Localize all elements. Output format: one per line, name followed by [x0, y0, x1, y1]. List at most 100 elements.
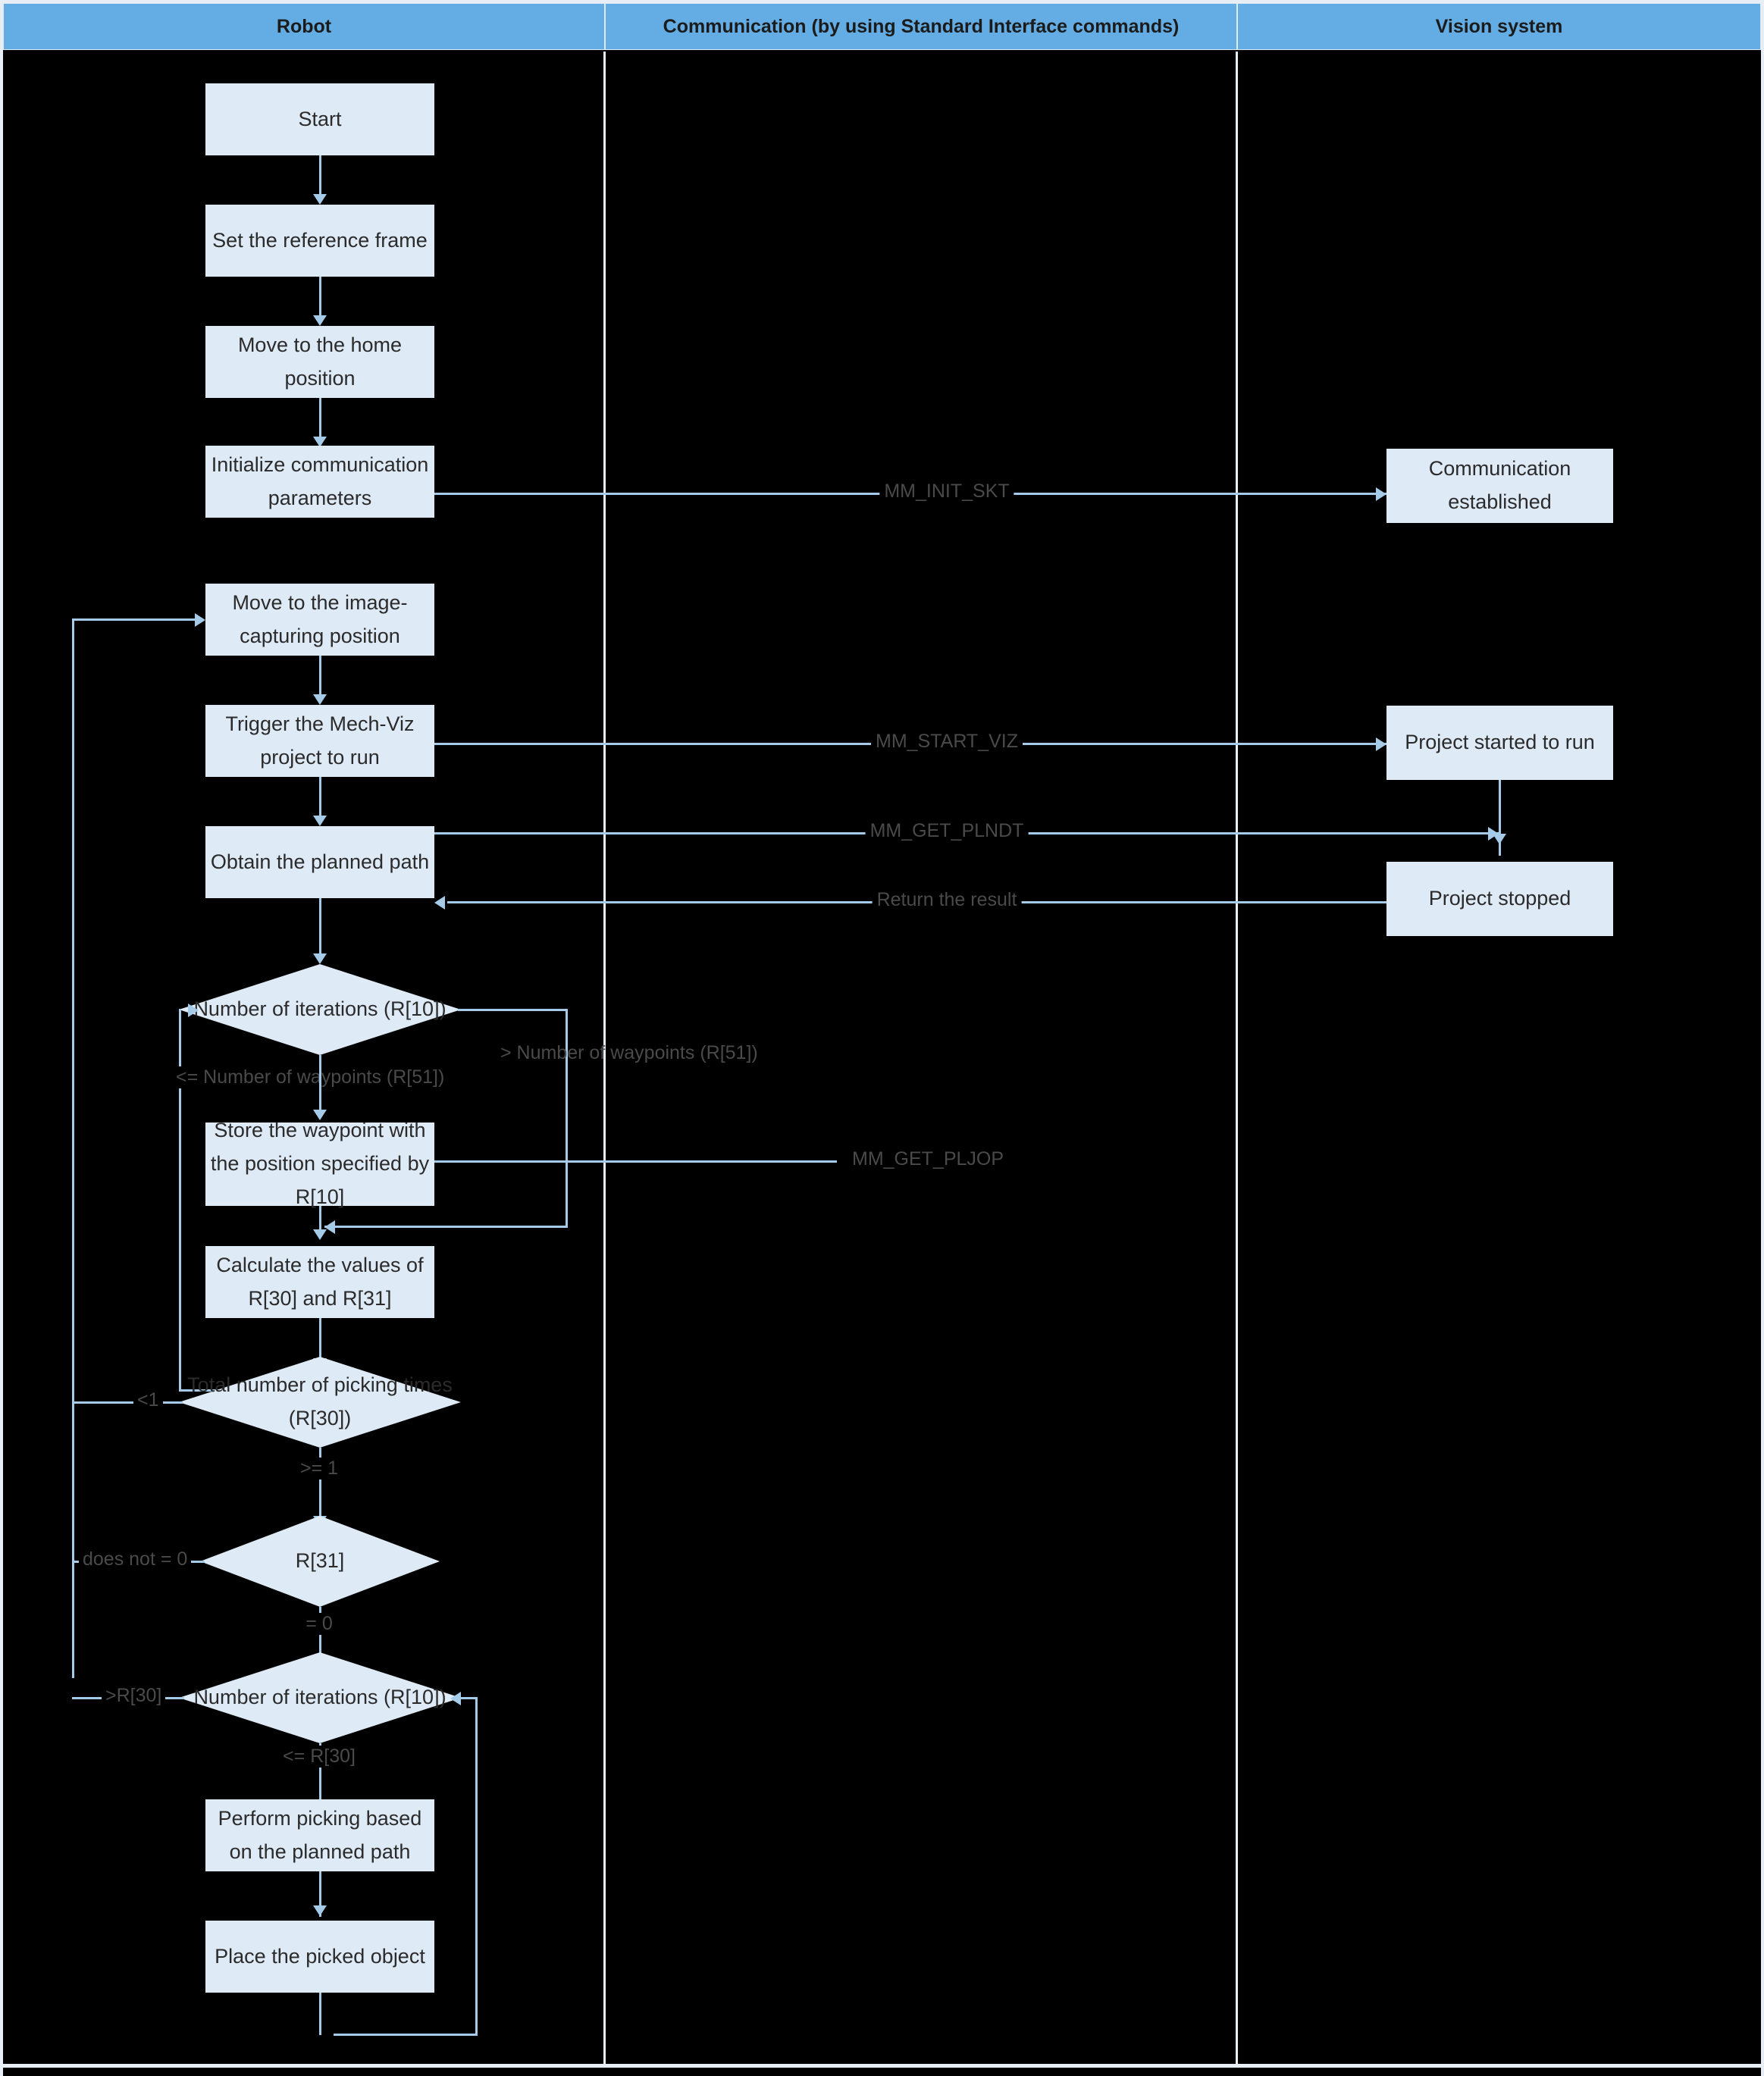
edge-decision4-down — [319, 1743, 321, 1819]
edge-decision1-right — [458, 1009, 568, 1011]
node-trigger-mechviz-project[interactable]: Trigger the Mech-Viz project to run — [205, 705, 434, 777]
node-initialize-communication-label: Initialize communication parameters — [211, 452, 429, 509]
edge-label-eq-zero: = 0 — [301, 1613, 337, 1635]
node-place-picked-object-label: Place the picked object — [215, 1944, 425, 1968]
arrowhead-place-object — [313, 1905, 327, 1916]
node-trigger-mechviz-project-label: Trigger the Mech-Viz project to run — [225, 712, 415, 769]
lane-header-robot-label: Robot — [276, 15, 332, 37]
node-store-waypoint[interactable]: Store the waypoint with the position spe… — [205, 1119, 434, 1208]
arrowhead-decision1-right-join — [324, 1220, 335, 1234]
edge-decision2-left — [72, 1401, 183, 1404]
arrowhead-setref — [313, 194, 327, 205]
arrowhead-decision1-loopback — [188, 1004, 199, 1017]
edge-calc-to-decision2 — [319, 1318, 321, 1364]
message-label-return-result: Return the result — [872, 889, 1022, 911]
edge-decision1-right-down — [566, 1009, 568, 1228]
lane-header-communication-label: Communication (by using Standard Interfa… — [663, 15, 1180, 37]
edge-label-gt-r30: >R[30] — [102, 1685, 166, 1707]
edge-picking-to-place — [319, 1871, 321, 1917]
edge-capture-to-trigger — [319, 656, 321, 696]
node-communication-established-label: Communication established — [1428, 457, 1571, 513]
edge-label-le-waypoints: <= Number of waypoints (R[51]) — [173, 1066, 448, 1088]
node-start[interactable]: Start — [205, 83, 434, 155]
edge-label-ge-one: >= 1 — [295, 1458, 343, 1480]
edge-store-to-calc — [319, 1206, 321, 1236]
node-move-image-capturing-position-label: Move to the image-capturing position — [232, 590, 408, 647]
edge-label-does-not-zero: does not = 0 — [79, 1548, 192, 1570]
node-obtain-planned-path-label: Obtain the planned path — [210, 850, 430, 873]
lane-header-vision-label: Vision system — [1435, 15, 1563, 37]
node-calculate-r30-r31[interactable]: Calculate the values of R[30] and R[31] — [205, 1246, 434, 1318]
message-label-get-pljop: MM_GET_PLJOP — [852, 1148, 1004, 1170]
node-place-picked-object[interactable]: Place the picked object — [205, 1921, 434, 1993]
arrowhead-msg-get-plndt — [1488, 827, 1499, 841]
edge-movehome-to-init — [319, 398, 321, 438]
lane-divider-2 — [1236, 52, 1238, 2064]
right-border — [1761, 0, 1764, 2076]
top-border — [0, 0, 1764, 3]
node-decision-iterations-waypoints[interactable] — [179, 964, 461, 1055]
node-set-reference-frame[interactable]: Set the reference frame — [205, 205, 434, 277]
lane-header-communication: Communication (by using Standard Interfa… — [605, 3, 1237, 50]
node-decision-picking-times[interactable] — [179, 1357, 461, 1448]
edge-decision2-down — [319, 1448, 321, 1527]
node-initialize-communication[interactable]: Initialize communication parameters — [205, 446, 434, 518]
bottom-border — [0, 2064, 1764, 2068]
node-decision-iterations-r30[interactable] — [179, 1652, 461, 1743]
edge-start-to-setref — [319, 155, 321, 196]
edge-label-le-r30: <= R[30] — [278, 1746, 360, 1768]
edge-picking-loop-into-decision — [461, 1697, 477, 1699]
arrowhead-obtain-path — [313, 816, 327, 826]
edge-msg-get-pljop — [434, 1160, 837, 1163]
arrowhead-msg-return-result — [434, 896, 445, 910]
node-move-image-capturing-position[interactable]: Move to the image-capturing position — [205, 584, 434, 656]
edge-picking-loop-bottom — [334, 2034, 478, 2036]
arrowhead-store-waypoint — [313, 1110, 327, 1120]
node-decision-r31[interactable] — [200, 1516, 440, 1607]
message-label-init-skt: MM_INIT_SKT — [879, 481, 1014, 503]
edge-decision1-down — [319, 1055, 321, 1117]
edge-decision3-down — [319, 1607, 321, 1683]
node-project-started-label: Project started to run — [1405, 731, 1595, 754]
arrowhead-init — [313, 437, 327, 447]
arrowhead-msg-start-viz — [1376, 737, 1386, 751]
node-project-stopped-label: Project stopped — [1428, 887, 1571, 910]
edge-decision1-right-back — [324, 1226, 568, 1228]
arrowhead-calc-values — [313, 1229, 327, 1240]
arrowhead-msg-init-skt — [1376, 487, 1386, 501]
node-communication-established[interactable]: Communication established — [1386, 449, 1613, 523]
lane-header-robot: Robot — [3, 3, 605, 50]
lane-header-vision: Vision system — [1237, 3, 1761, 50]
edge-return-loop-horizontal — [72, 618, 195, 621]
edge-setref-to-movehome — [319, 277, 321, 317]
edge-label-gt-waypoints: > Number of waypoints (R[51]) — [500, 1042, 758, 1063]
node-start-label: Start — [298, 107, 342, 130]
arrowhead-decision4-loopback — [450, 1692, 461, 1705]
node-obtain-planned-path[interactable]: Obtain the planned path — [205, 826, 434, 898]
arrowhead-trigger-viz — [313, 694, 327, 705]
edge-trigger-to-obtain — [319, 777, 321, 817]
edge-label-lt-one: <1 — [133, 1389, 163, 1411]
node-project-stopped[interactable]: Project stopped — [1386, 862, 1613, 936]
node-perform-picking-label: Perform picking based on the planned pat… — [218, 1806, 422, 1863]
edge-picking-loop-right — [475, 1697, 478, 2035]
node-perform-picking[interactable]: Perform picking based on the planned pat… — [205, 1799, 434, 1871]
edge-decision1-left-up — [179, 1009, 181, 1390]
edge-return-loop-vertical — [72, 618, 74, 1678]
message-label-start-viz: MM_START_VIZ — [871, 731, 1023, 753]
node-set-reference-frame-label: Set the reference frame — [212, 228, 428, 252]
message-label-get-plndt: MM_GET_PLNDT — [865, 820, 1029, 842]
left-border — [0, 0, 3, 2076]
node-store-waypoint-label: Store the waypoint with the position spe… — [210, 1119, 430, 1208]
node-move-home-position[interactable]: Move to the home position — [205, 326, 434, 398]
edge-started-to-stopped — [1499, 780, 1501, 856]
arrowhead-move-capture — [195, 613, 205, 627]
node-calculate-r30-r31-label: Calculate the values of R[30] and R[31] — [216, 1253, 424, 1310]
node-project-started[interactable]: Project started to run — [1386, 706, 1613, 780]
edge-place-to-loop — [319, 1993, 321, 2035]
edge-obtain-to-decision1 — [319, 898, 321, 959]
arrowhead-decision-iter-wp — [313, 953, 327, 964]
arrowhead-movehome — [313, 315, 327, 326]
lane-divider-1 — [603, 52, 606, 2064]
